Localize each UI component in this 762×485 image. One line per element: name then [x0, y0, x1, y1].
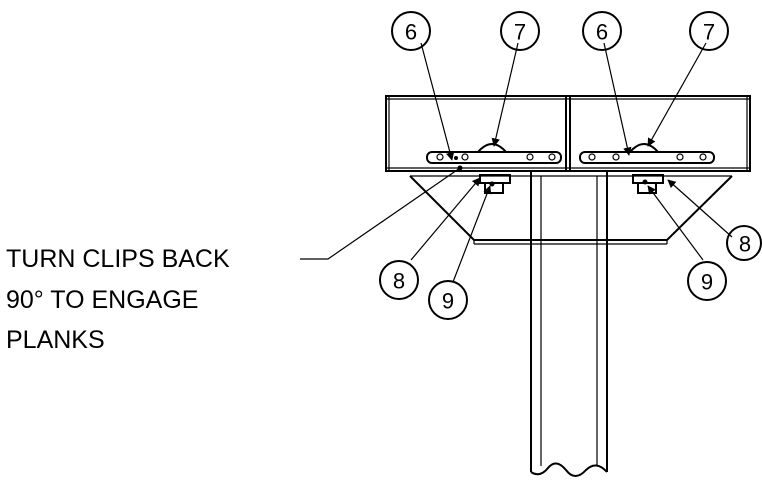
callout-8-right: 8	[726, 225, 762, 261]
callout-9-right: 9	[687, 261, 727, 301]
svg-text:8: 8	[739, 232, 751, 257]
callout-8-left: 8	[379, 260, 419, 300]
note-line-2: 90° TO ENGAGE	[6, 286, 199, 314]
svg-text:9: 9	[442, 289, 454, 314]
right-bolt-head	[627, 143, 661, 153]
right-nut	[632, 174, 664, 194]
left-clip	[426, 143, 562, 164]
callout-6-right: 6	[582, 11, 622, 51]
svg-text:7: 7	[514, 20, 526, 45]
leader-lines	[300, 42, 733, 283]
svg-text:6: 6	[405, 20, 417, 45]
note-leader	[300, 167, 461, 260]
svg-text:6: 6	[596, 20, 608, 45]
svg-text:7: 7	[703, 20, 715, 45]
callout-9-left: 9	[428, 280, 468, 320]
right-clip	[579, 143, 715, 164]
callout-7-right: 7	[689, 11, 729, 51]
break-line	[530, 462, 608, 477]
left-bolt-head	[475, 143, 509, 153]
callout-7-left: 7	[500, 11, 540, 51]
note-line-1: TURN CLIPS BACK	[6, 245, 230, 273]
note-line-3: PLANKS	[6, 326, 105, 354]
svg-text:8: 8	[393, 269, 405, 294]
support-post	[530, 171, 608, 477]
callout-6-left: 6	[391, 11, 431, 51]
left-nut	[479, 174, 511, 194]
svg-text:9: 9	[701, 270, 713, 295]
